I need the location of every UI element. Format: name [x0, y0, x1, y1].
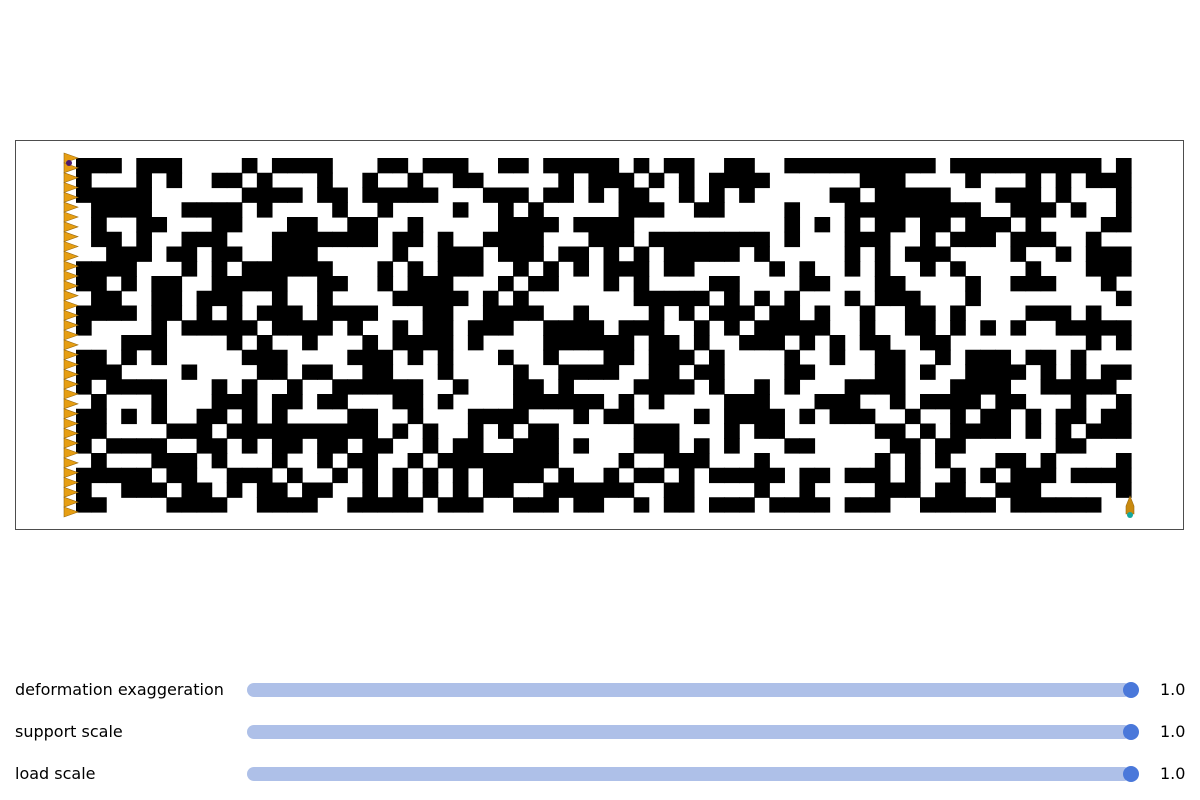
slider-handle[interactable] — [1123, 766, 1139, 782]
slider-deformation-exaggeration: deformation exaggeration 1.0 — [0, 675, 1200, 705]
slider-load-scale: load scale 1.0 — [0, 759, 1200, 789]
slider-handle[interactable] — [1123, 682, 1139, 698]
slider-handle[interactable] — [1123, 724, 1139, 740]
slider-value: 1.0 — [1160, 680, 1186, 699]
slider-track[interactable] — [247, 724, 1139, 740]
slider-value: 1.0 — [1160, 764, 1186, 783]
slider-support-scale: support scale 1.0 — [0, 717, 1200, 747]
slider-label: deformation exaggeration — [15, 680, 224, 699]
slider-value: 1.0 — [1160, 722, 1186, 741]
slider-label: support scale — [15, 722, 123, 741]
plot-frame — [15, 140, 1184, 530]
slider-label: load scale — [15, 764, 96, 783]
slider-track[interactable] — [247, 766, 1139, 782]
slider-track[interactable] — [247, 682, 1139, 698]
